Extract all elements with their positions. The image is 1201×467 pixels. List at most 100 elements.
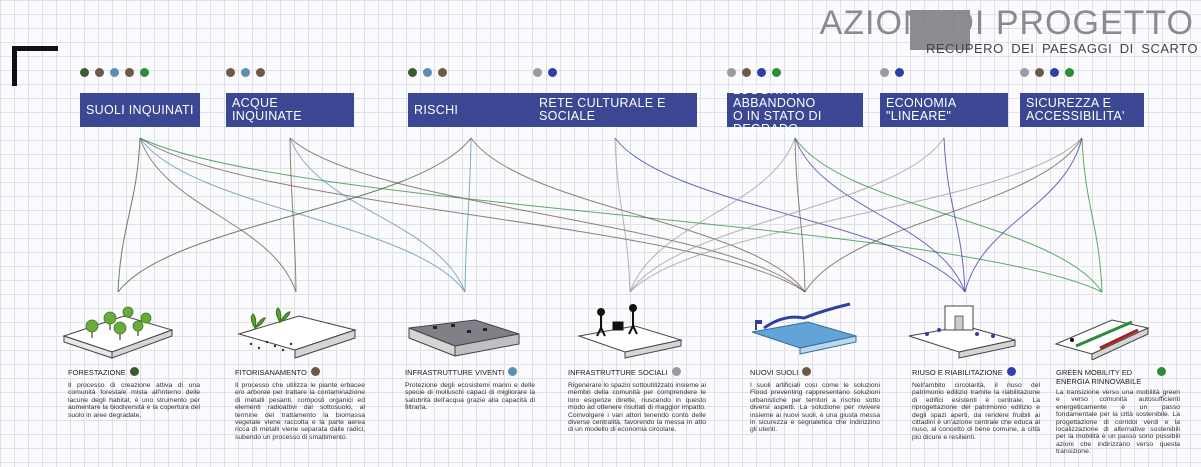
category-dot (226, 68, 235, 77)
connection-line (629, 137, 945, 293)
connection-line (1081, 137, 1103, 293)
category-dot (438, 68, 447, 77)
action-title: INFRASTRUTTURE SOCIALI (568, 367, 718, 377)
action-nuovi-suoli (748, 300, 863, 360)
category-dot (880, 68, 889, 77)
subtitle-word: DI (1119, 41, 1134, 56)
category-dot (1050, 68, 1059, 77)
theme-box: ECONOMIA "LINEARE" (880, 93, 1008, 127)
corner-bracket (12, 46, 58, 86)
subtitle-word: SCARTO (1141, 41, 1198, 56)
action-description: Nell'ambito circolarità, il riuso del pa… (912, 382, 1040, 441)
page-subtitle: RECUPERO DEI PAESAGGI DI SCARTO (926, 42, 1198, 56)
people-icon (577, 304, 683, 359)
connection-line (629, 137, 1083, 293)
bike-lane-icon (1054, 319, 1150, 360)
theme-box: LUOGHI IN ABBANDONO O IN STATO DI DEGRAD… (727, 84, 863, 136)
category-dot (80, 68, 89, 77)
reef-icon (408, 319, 520, 357)
category-dot (125, 68, 134, 77)
category-dot (727, 68, 736, 77)
category-dot (408, 68, 417, 77)
theme-label: ACQUE INQUINATE (232, 96, 302, 123)
action-description: Il processo di creazione attiva di una c… (68, 382, 200, 419)
category-dot (533, 68, 542, 77)
subtitle-word: DEI (1011, 41, 1035, 56)
action-riuso-riabilitazione (905, 300, 1025, 360)
action-fitorisanamento (235, 300, 360, 360)
action-title: FORESTAZIONE (68, 367, 218, 377)
connection-line (614, 137, 631, 293)
connection-line (139, 137, 806, 293)
connection-line (117, 137, 141, 293)
connection-line (794, 137, 1103, 293)
category-dot (423, 68, 432, 77)
category-dot (802, 367, 812, 376)
action-title: RIUSO E RIABILITAZIONE (912, 367, 1062, 377)
category-dot (1006, 367, 1016, 376)
theme-label: SUOLI INQUINATI (86, 102, 194, 117)
action-description: Il processo che utilizza le piante erbac… (235, 382, 365, 441)
theme-dots (80, 68, 149, 77)
theme-dots (408, 68, 447, 77)
category-dot (757, 68, 766, 77)
connection-line (629, 137, 796, 293)
action-title: NUOVI SUOLI (750, 367, 900, 377)
category-dot (140, 68, 149, 77)
theme-box: SUOLI INQUINATI (80, 93, 200, 127)
category-dot (95, 68, 104, 77)
category-dot (256, 68, 265, 77)
action-title: GREEN MOBILITY ED ENERGIA RINNOVABILE (1056, 367, 1166, 386)
category-dot (1157, 367, 1166, 376)
connection-line (117, 137, 472, 293)
connection-line (614, 137, 966, 293)
page-title: AZIONI DI PROGETTO (819, 4, 1194, 42)
plants-icon (237, 307, 357, 359)
theme-label: RISCHI (414, 102, 459, 117)
category-dot (110, 68, 119, 77)
connection-line (289, 137, 466, 293)
connection-line (943, 137, 966, 293)
category-dot (129, 367, 139, 376)
action-description: I suoli artificiali così come le soluzio… (750, 382, 880, 434)
water-icon (751, 302, 857, 355)
connection-line (470, 137, 806, 293)
action-description: La transizione verso una mobilità green … (1056, 389, 1180, 456)
category-dot (772, 68, 781, 77)
connection-line (804, 137, 1083, 293)
category-dot (548, 68, 557, 77)
action-title: FITORISANAMENTO (235, 367, 385, 377)
category-dot (895, 68, 904, 77)
trees-icon (62, 306, 174, 359)
connection-line (964, 137, 1083, 293)
building-icon (908, 305, 1016, 359)
action-description: Protezione degli ecosistemi marini e del… (405, 382, 535, 412)
category-dot (241, 68, 250, 77)
connection-line (464, 137, 472, 293)
action-title: INFRASTRUTTURE VIVENTI (405, 367, 555, 377)
title-accent-block (910, 10, 970, 50)
theme-dots (533, 68, 557, 77)
connection-line (139, 137, 297, 293)
category-dot (742, 68, 751, 77)
connection-line (139, 137, 1103, 293)
theme-label: RETE CULTURALE E SOCIALE (539, 96, 666, 123)
action-forestazione (58, 300, 178, 360)
category-dot (1065, 68, 1074, 77)
theme-label: SICUREZZA E ACCESSIBILITA' (1026, 96, 1125, 123)
connection-line (794, 137, 806, 293)
connection-line (289, 137, 806, 293)
connection-line (139, 137, 466, 293)
action-green-mobility (1052, 300, 1152, 360)
action-infrastrutture-viventi (405, 300, 525, 360)
theme-label: ECONOMIA "LINEARE" (886, 96, 956, 123)
category-dot (1020, 68, 1029, 77)
theme-box: RISCHI (408, 93, 534, 127)
subtitle-word: RECUPERO (926, 41, 1004, 56)
category-dot (1035, 68, 1044, 77)
category-dot (671, 367, 681, 376)
theme-dots (1020, 68, 1074, 77)
theme-dots (727, 68, 781, 77)
category-dot (310, 367, 320, 376)
action-description: Rigenerare lo spazio sottoutilizzato ins… (568, 382, 706, 434)
